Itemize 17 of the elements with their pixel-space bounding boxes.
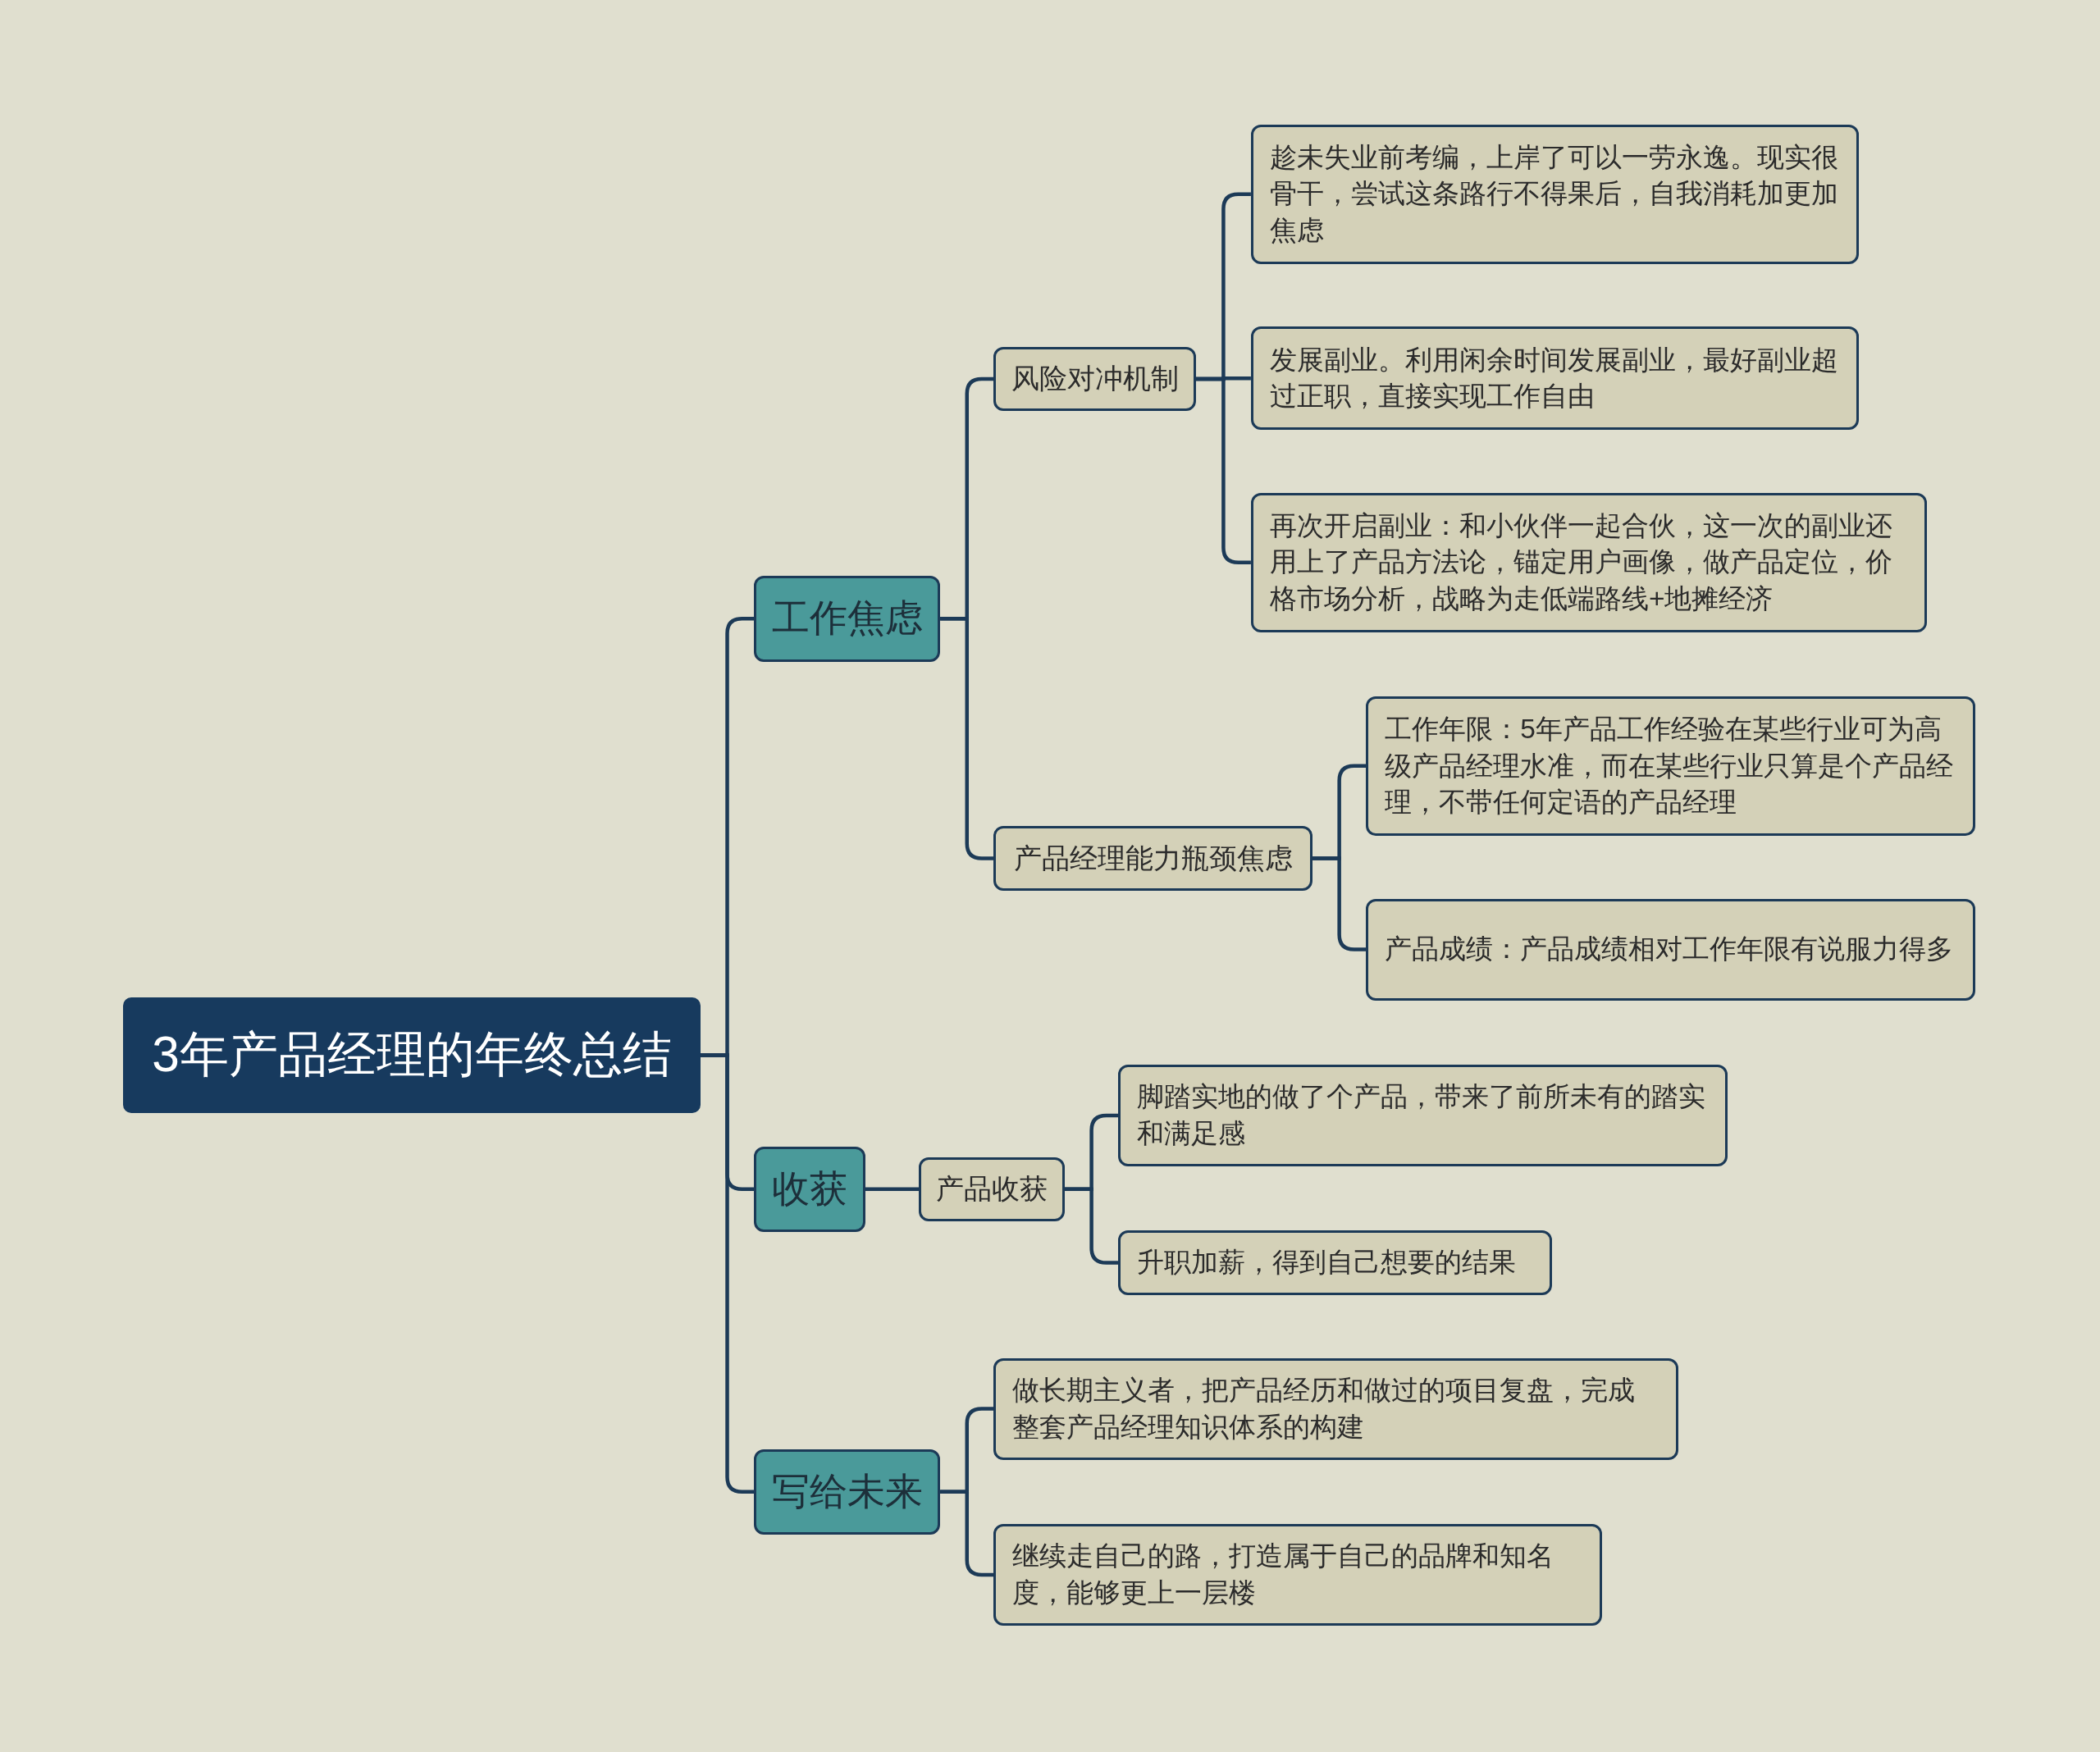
note-box: 发展副业。利用闲余时间发展副业，最好副业超过正职，直接实现工作自由 <box>1250 326 1860 431</box>
connector-line <box>865 1187 919 1192</box>
main-topic-box: 收获 <box>754 1146 865 1233</box>
note-box: 趁未失业前考编，上岸了可以一劳永逸。现实很骨干，尝试这条路行不得果后，自我消耗加更加焦虑 <box>1250 124 1860 264</box>
note-box: 再次开启副业：和小伙伴一起合伙，这一次的副业还用上了产品方法论，锚定用户画像，做产品定位，价格市场分析，战略为走低端路线+地摊经济 <box>1250 492 1928 632</box>
main-topic-box: 工作焦虑 <box>754 576 941 662</box>
note-box: 产品成绩：产品成绩相对工作年限有说服力得多 <box>1366 898 1976 1001</box>
note-box: 继续走自己的路，打造属于自己的品牌和知名度，能够更上一层楼 <box>993 1523 1602 1627</box>
subtopic-box: 风险对冲机制 <box>993 346 1196 412</box>
note-box: 升职加薪，得到自己想要的结果 <box>1118 1230 1553 1295</box>
subtopic-box: 产品收获 <box>919 1157 1065 1221</box>
main-topic-box: 写给未来 <box>754 1449 941 1535</box>
note-box: 工作年限：5年产品工作经验在某些行业可为高级产品经理水准，而在某些行业只算是个产品经理，不带任何定语的产品经理 <box>1366 696 1976 836</box>
central-topic-box: 3年产品经理的年终总结 <box>123 997 701 1113</box>
subtopic-box: 产品经理能力瓶颈焦虑 <box>993 826 1312 891</box>
note-box: 脚踏实地的做了个产品，带来了前所未有的踏实和满足感 <box>1118 1064 1728 1167</box>
note-box: 做长期主义者，把产品经历和做过的项目复盘，完成整套产品经理知识体系的构建 <box>993 1357 1678 1460</box>
